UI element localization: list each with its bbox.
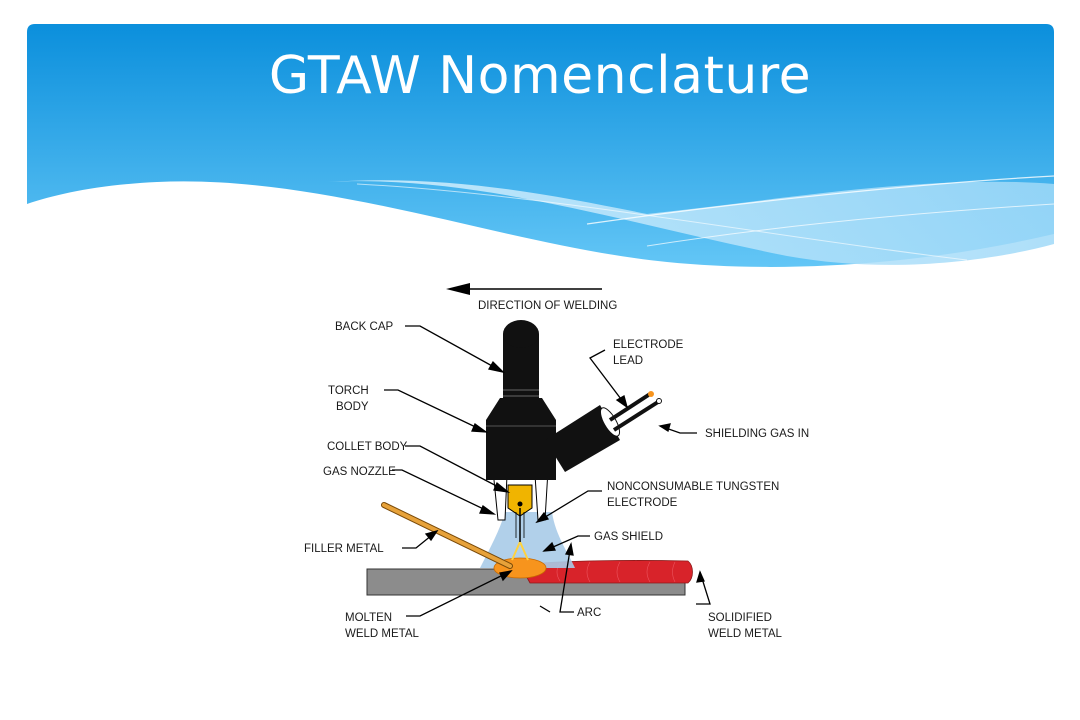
label-tungsten-1: NONCONSUMABLE TUNGSTEN [607, 481, 779, 493]
label-torch-body-2: BODY [336, 401, 369, 413]
label-gas-shield: GAS SHIELD [594, 531, 663, 543]
label-gas-nozzle: GAS NOZZLE [323, 466, 396, 478]
gas-shield-cone [480, 512, 575, 568]
label-direction: DIRECTION OF WELDING [478, 300, 617, 312]
label-filler-metal: FILLER METAL [304, 543, 384, 555]
label-tungsten-2: ELECTRODE [607, 497, 678, 509]
label-electrode-lead-1: ELECTRODE [613, 339, 684, 351]
header-wave-graphic [27, 24, 1054, 267]
label-arc: ARC [577, 607, 601, 619]
shielding-gas-hose [612, 400, 660, 432]
torch-body [486, 420, 556, 480]
label-molten-1: MOLTEN [345, 612, 392, 624]
label-shielding-gas-in: SHIELDING GAS IN [705, 428, 809, 440]
label-collet-body: COLLET BODY [327, 441, 408, 453]
label-molten-2: WELD METAL [345, 628, 420, 640]
leader-lines [384, 325, 711, 617]
torch-handle [545, 405, 620, 472]
label-torch-body-1: TORCH [328, 385, 369, 397]
direction-arrow [446, 283, 602, 295]
label-electrode-lead-2: LEAD [613, 355, 643, 367]
label-solidified-2: WELD METAL [708, 628, 783, 640]
label-solidified-1: SOLIDIFIED [708, 612, 772, 624]
header-banner [27, 24, 1054, 274]
filler-rod [382, 503, 512, 568]
label-back-cap: BACK CAP [335, 321, 393, 333]
slide-title: GTAW Nomenclature [268, 46, 812, 106]
collet-body [507, 484, 533, 517]
electrode-lead [608, 392, 652, 422]
